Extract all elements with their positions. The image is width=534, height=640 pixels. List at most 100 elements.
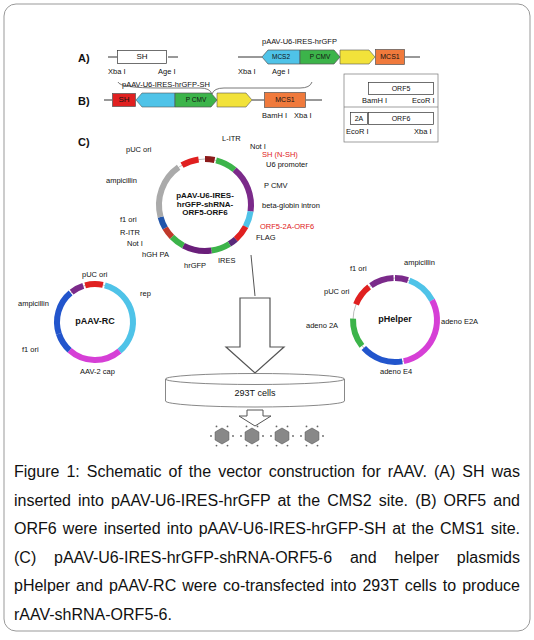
part-label: hGH PA [142, 251, 169, 259]
part-label: pUC ori [324, 288, 349, 296]
virus-dot [216, 445, 218, 447]
part-label: EcoR I [412, 97, 435, 105]
orf-box: ORF5 [368, 82, 434, 95]
promoter-arrow: P CMV [175, 93, 217, 107]
part-label: Xba I [414, 128, 432, 136]
mcs-box: MCS1 [375, 49, 405, 65]
virus-dot [276, 426, 278, 428]
plasmid-segment [356, 287, 369, 304]
plasmid-segment [235, 170, 251, 212]
node-label: MCS1 [275, 96, 294, 104]
node-label: ORF5 [392, 85, 411, 93]
ires-arrow [217, 93, 252, 107]
orf-box: 2A [350, 112, 368, 125]
flow-arrow [226, 255, 284, 373]
node-label: SH [136, 53, 147, 62]
part-label: Xba I [238, 68, 256, 76]
plasmid-segment [229, 239, 235, 244]
virus-dot [287, 445, 289, 447]
backbone [168, 57, 178, 58]
mcs-box: MCS1 [264, 92, 306, 108]
part-label: BamH I [362, 97, 387, 105]
part-label: ampicillin [404, 259, 435, 267]
plasmid-segment [59, 334, 70, 350]
node-label: 2A [355, 115, 364, 123]
virus-dot [257, 426, 259, 428]
part-label: AAV-2 cap [80, 368, 115, 376]
node-outline [369, 83, 434, 95]
part-label: f1 ori [350, 265, 367, 273]
virus-particles [210, 426, 324, 447]
plasmid-segment [70, 350, 120, 360]
hollow-arrow [226, 298, 284, 373]
node-label: 293T cells [235, 389, 276, 399]
part-label: P CMV [264, 182, 288, 190]
node-label: ORF6 [392, 115, 411, 123]
part-label: hrGFP [184, 262, 206, 270]
part-label: ampicillin [106, 177, 137, 185]
virus-dot [317, 445, 319, 447]
virus-dot [287, 426, 289, 428]
part-label: R-ITR [120, 229, 140, 237]
node-outline [175, 93, 217, 107]
part-label: Not I [127, 240, 143, 248]
node-outline [113, 94, 136, 107]
virus-dot [227, 426, 229, 428]
part-label: beta-globin intron [262, 202, 320, 210]
part-label: adeno 2A [306, 322, 338, 330]
plasmid-segment [172, 237, 183, 246]
backbone [306, 100, 322, 101]
node-label: pAAV-RC [75, 317, 114, 327]
plasmid-segment [395, 278, 408, 280]
virus-dot [257, 445, 259, 447]
part-label: ORF5-2A-ORF6 [260, 223, 314, 231]
backbone [405, 57, 420, 58]
part-label: pUC ori [126, 146, 151, 154]
plasmid-map: pHelper [345, 270, 445, 370]
part-label: FLAG [256, 234, 276, 242]
part-label: L-ITR [222, 135, 241, 143]
virus-capsid [275, 428, 289, 444]
plasmid-segment [236, 227, 246, 240]
virus-dot [210, 435, 212, 437]
panel-letter: C) [78, 136, 90, 148]
backbone [238, 57, 262, 58]
node-outline [265, 93, 306, 108]
u6-arrow: MCS2 [262, 50, 300, 64]
cell-culture: 293T cells [165, 373, 345, 407]
part-label: Age I [272, 68, 290, 76]
plasmid-map: pAAV-RC [50, 277, 140, 367]
virus-dot [246, 445, 248, 447]
u6-arrow [136, 93, 175, 107]
virus-dot [270, 435, 272, 437]
virus-capsid [215, 428, 229, 444]
part-label: pAAV-U6-IRES-hrGFP-SH [122, 81, 210, 89]
connector-line [251, 255, 255, 296]
plasmid-segment [205, 159, 215, 160]
plasmid-segment [159, 167, 179, 217]
plasmid-segment [182, 159, 199, 165]
virus-dot [306, 426, 308, 428]
plasmid-map: pAAV-U6-IRES-hrGFP-shRNA-ORF5-ORF6 [155, 155, 255, 255]
backbone [104, 100, 112, 101]
plasmid-segment [246, 211, 251, 226]
part-label: Not I [250, 143, 266, 151]
plasmid-segment [353, 319, 362, 346]
plasmid-segment [72, 286, 84, 292]
insert-frame [344, 107, 438, 108]
part-label: pAAV-U6-IRES-hrGFP [262, 38, 337, 46]
plasmid-segment [161, 217, 166, 228]
node-label: pHelper [378, 315, 412, 325]
plasmid-segment [165, 228, 172, 237]
part-label: pUC ori [82, 271, 107, 279]
virus-dot [317, 426, 319, 428]
virus-dot [292, 435, 294, 437]
node-label: MCS1 [380, 53, 399, 61]
part-label: rep [140, 290, 151, 298]
plasmid-ring [159, 159, 251, 251]
virus-capsid [305, 428, 319, 444]
insert-box: SH [117, 50, 167, 64]
virus-dot [300, 435, 302, 437]
part-label: Xba I [294, 112, 312, 120]
part-label: Age I [158, 68, 176, 76]
